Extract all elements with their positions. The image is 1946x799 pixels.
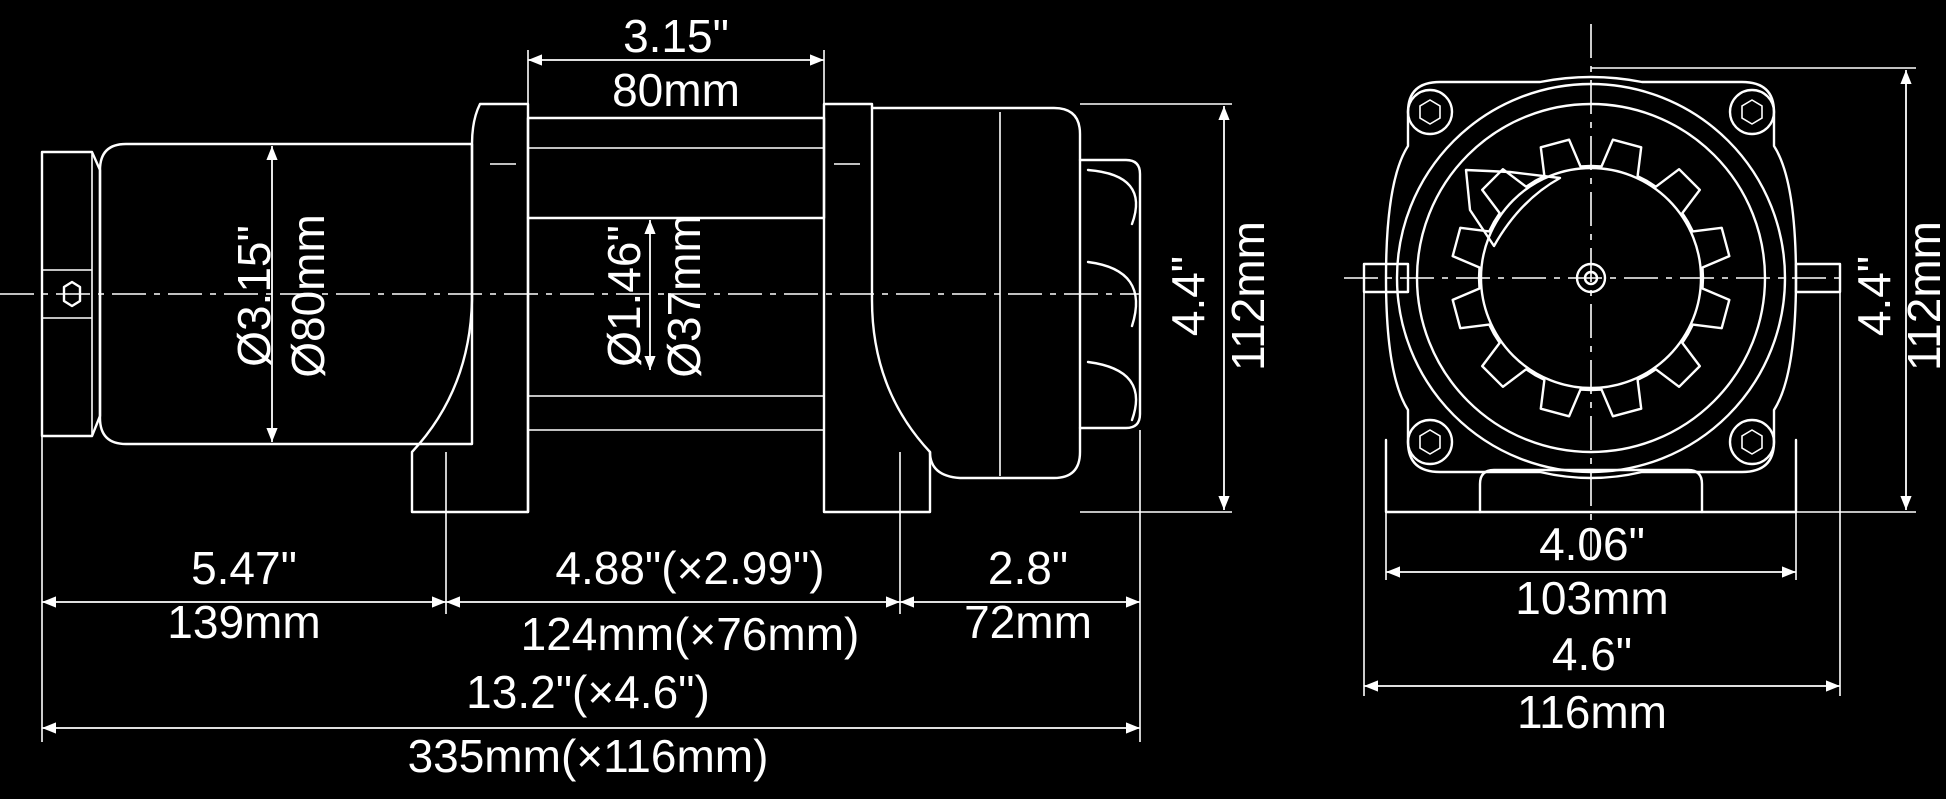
motor-body — [98, 142, 474, 446]
bolt-holes — [1406, 88, 1776, 466]
gear-icon — [1451, 138, 1731, 418]
end-inner-ring — [1415, 102, 1767, 454]
motor-section-inch-label: 5.47" — [191, 542, 297, 594]
mount-spacing-mm-label: 124mm(×76mm) — [521, 608, 860, 660]
side-view: 3.15" 80mm Ø3.15" Ø80mm Ø1.46" Ø37mm 4.4… — [0, 10, 1274, 782]
gearbox-section-inch-label: 2.8" — [988, 542, 1068, 594]
shaft-outer — [1575, 262, 1607, 294]
drum-diameter-inch-label: Ø1.46" — [598, 225, 650, 367]
hex-bolt-icon — [1741, 429, 1763, 455]
gearbox-housing — [870, 106, 1082, 480]
left-mounting-bracket — [410, 102, 530, 514]
end-height-mm-label: 112mm — [1898, 221, 1946, 371]
end-view: 4.4" 112mm 4.06" 103mm 4.6" 116mm — [1344, 24, 1946, 738]
motor-diameter-mm-label: Ø80mm — [282, 214, 334, 378]
height-mm-label: 112mm — [1222, 221, 1274, 371]
hex-bolt-icon — [1419, 99, 1441, 125]
bolt-hole-bottom-left — [1406, 418, 1454, 466]
motor-section-mm-label: 139mm — [167, 596, 320, 648]
hex-nut-icon — [62, 280, 82, 308]
motor-diameter-inch-label: Ø3.15" — [228, 225, 280, 367]
hex-bolt-icon — [1419, 429, 1441, 455]
hex-bolt-icon — [1741, 99, 1763, 125]
overall-length-inch-label: 13.2"(×4.6") — [466, 666, 710, 718]
right-mounting-bracket — [822, 102, 932, 514]
gearbox-section-mm-label: 72mm — [964, 596, 1092, 648]
bolt-hole-top-right — [1728, 88, 1776, 136]
bolt-hole-bottom-right — [1728, 418, 1776, 466]
gear-hub-ring — [1479, 166, 1703, 390]
end-height-inch-label: 4.4" — [1848, 256, 1900, 336]
gearbox-end-cap — [1078, 158, 1142, 430]
clutch-lever — [1464, 168, 1562, 248]
bolt-spacing-inch-label: 4.06" — [1539, 518, 1645, 570]
drum-diameter-mm-label: Ø37mm — [658, 214, 710, 378]
end-base — [1384, 438, 1798, 514]
end-width-inch-label: 4.6" — [1552, 628, 1632, 680]
overall-length-mm-label: 335mm(×116mm) — [408, 730, 769, 782]
bolt-spacing-mm-label: 103mm — [1515, 572, 1668, 624]
side-extension-lines — [41, 50, 1232, 742]
drum-length-inch-label: 3.15" — [623, 10, 729, 62]
shaft-inner — [1583, 270, 1599, 286]
end-base-cutout — [1478, 468, 1704, 514]
bolt-hole-top-left — [1406, 88, 1454, 136]
end-width-mm-label: 116mm — [1517, 686, 1667, 738]
mount-spacing-inch-label: 4.88"(×2.99") — [555, 542, 824, 594]
cable-drum — [526, 116, 826, 514]
height-inch-label: 4.4" — [1162, 256, 1214, 336]
end-outer-ring — [1395, 82, 1787, 474]
drum-length-mm-label: 80mm — [612, 64, 740, 116]
